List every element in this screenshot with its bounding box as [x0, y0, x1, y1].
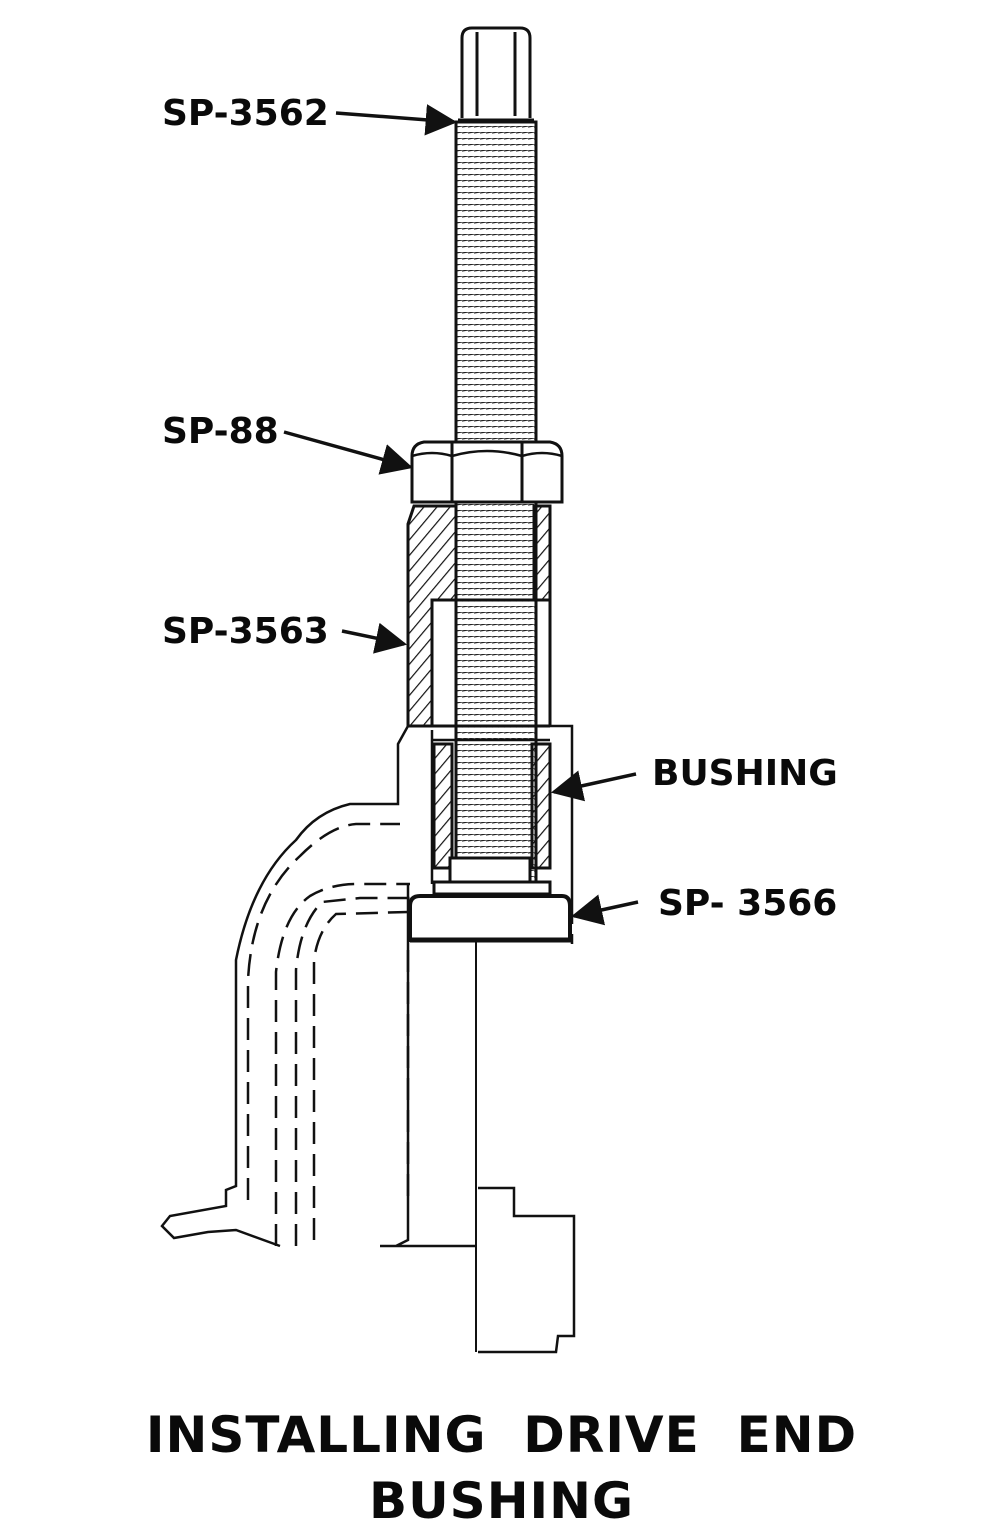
- callout-arrows: [283, 104, 639, 926]
- label-sp3566: SP- 3566: [658, 883, 838, 924]
- housing-outline: [160, 724, 576, 1354]
- sp3566-base-plate: [408, 894, 572, 943]
- figure-caption: INSTALLING DRIVE END BUSHING: [0, 1402, 1003, 1534]
- caption-line-1: INSTALLING DRIVE END: [145, 1406, 858, 1464]
- label-sp3562: SP-3562: [162, 93, 329, 134]
- sp88-arrow: [283, 430, 414, 475]
- sp88-nut: [410, 440, 564, 504]
- label-sp88: SP-88: [162, 411, 279, 452]
- hidden-lines: [246, 822, 574, 1246]
- sp3563-sleeve: [406, 504, 552, 728]
- sp3562-arrow: [335, 104, 458, 136]
- label-bushing: BUSHING: [652, 753, 838, 794]
- sp3563-arrow: [341, 622, 408, 654]
- sp3566-arrow: [570, 894, 639, 926]
- caption-line-2: BUSHING: [368, 1472, 635, 1530]
- bushing-arrow: [550, 770, 637, 802]
- sp3562-hex-head: [458, 26, 534, 122]
- label-sp3563: SP-3563: [162, 611, 329, 652]
